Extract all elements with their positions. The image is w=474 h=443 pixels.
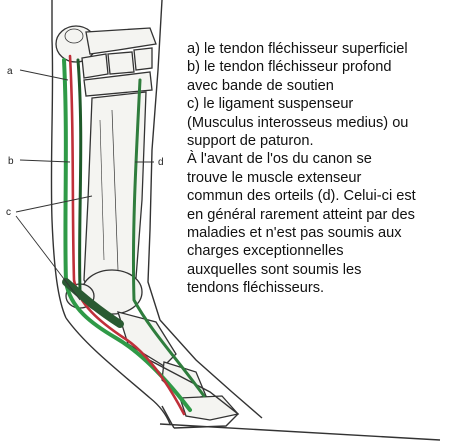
suspensory-ligament — [62, 58, 124, 328]
caption-line: a) le tendon fléchisseur superficiel — [187, 41, 408, 57]
caption-line: commun des orteils (d). Celui-ci est — [187, 188, 416, 205]
label-d: d — [158, 157, 164, 168]
carpal-bones — [55, 25, 157, 97]
caption-line: charges exceptionnelles — [187, 243, 344, 260]
caption-line: À l'avant de l'os du canon se — [187, 151, 372, 168]
caption-line: c) le ligament suspenseur — [187, 96, 354, 113]
caption-line: trouve le muscle extenseur — [187, 169, 362, 186]
caption-line: maladies et n'est pas soumis aux — [187, 225, 402, 242]
label-b: b — [8, 156, 14, 167]
caption-line: (Musculus interosseus medius) ou — [187, 114, 409, 131]
caption-line: auxquelles sont soumis les — [187, 261, 362, 278]
caption-line: b) le tendon fléchisseur profond — [187, 59, 392, 76]
caption-line: avec bande de soutien — [187, 77, 334, 94]
leg-outline — [50, 0, 441, 441]
pastern-bones — [117, 311, 240, 421]
label-leaders — [15, 69, 154, 301]
caption-line: en général rarement atteint par des — [187, 206, 415, 223]
label-a: a — [7, 66, 13, 77]
caption-text: a) le tendon fléchisseur superficiel b) l… — [187, 40, 469, 298]
caption-line: support de paturon. — [187, 133, 314, 150]
deep-flexor-tendon — [62, 58, 192, 412]
common-digital-extensor — [131, 78, 206, 398]
label-c: c — [6, 207, 11, 218]
caption-line: tendons fléchisseurs. — [187, 280, 325, 297]
